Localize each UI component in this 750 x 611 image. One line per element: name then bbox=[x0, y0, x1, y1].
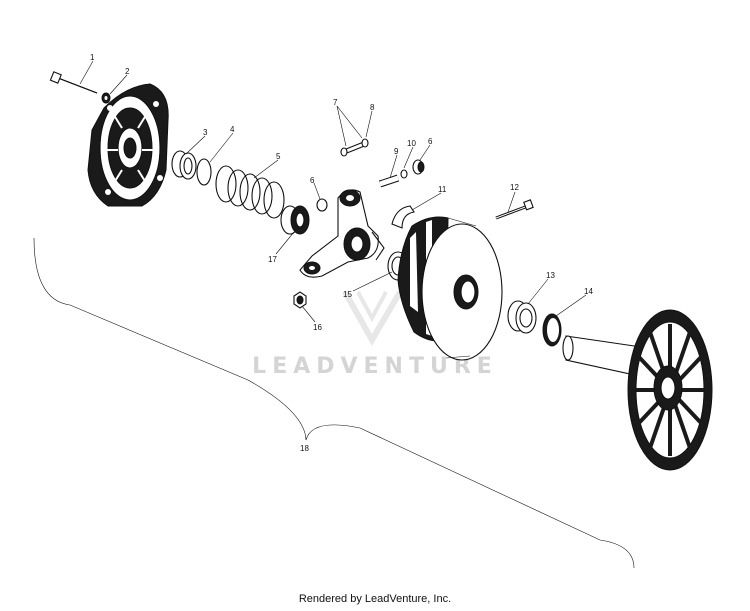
spider-arm bbox=[299, 189, 385, 278]
part-1-bolt bbox=[49, 71, 98, 94]
part-10-washer bbox=[400, 169, 408, 179]
callout-8: 8 bbox=[370, 103, 375, 112]
part-6-roller-right bbox=[412, 159, 425, 175]
footer-credit: Rendered by LeadVenture, Inc. bbox=[298, 593, 452, 605]
callout-numbers: 1 2 3 4 5 7 8 9 10 6 6 11 12 17 15 13 14… bbox=[90, 53, 593, 453]
callout-1: 1 bbox=[90, 53, 95, 62]
part-17-bushing bbox=[280, 205, 310, 235]
part-2-washer bbox=[101, 92, 111, 104]
part-5-spring bbox=[215, 165, 285, 219]
callout-10: 10 bbox=[407, 139, 416, 148]
callout-11: 11 bbox=[438, 185, 447, 194]
callout-14: 14 bbox=[584, 287, 593, 296]
part-4-ring bbox=[196, 158, 212, 186]
part-3-bushing bbox=[171, 150, 197, 180]
callout-3: 3 bbox=[203, 128, 208, 137]
part-13-bushing bbox=[507, 300, 537, 334]
part-7-8-pins bbox=[340, 138, 369, 157]
callout-17: 17 bbox=[268, 255, 277, 264]
watermark-logo bbox=[342, 290, 403, 347]
callout-9: 9 bbox=[394, 147, 399, 156]
part-12-bolt bbox=[495, 199, 534, 220]
part-16-nut bbox=[293, 291, 307, 309]
callout-16: 16 bbox=[313, 323, 322, 332]
fixed-sheave bbox=[562, 309, 713, 471]
part-11-clip bbox=[391, 205, 415, 229]
part-14-ring bbox=[542, 313, 562, 347]
callout-18: 18 bbox=[300, 444, 309, 453]
callout-12: 12 bbox=[510, 183, 519, 192]
callout-15: 15 bbox=[343, 290, 352, 299]
callout-6-left: 6 bbox=[310, 176, 315, 185]
callout-5: 5 bbox=[276, 152, 281, 161]
callout-7: 7 bbox=[333, 98, 338, 107]
callout-13: 13 bbox=[546, 271, 555, 280]
part-9-pin bbox=[378, 174, 400, 188]
callout-6-right: 6 bbox=[428, 137, 433, 146]
part-6-roller-left bbox=[316, 198, 328, 212]
callout-2: 2 bbox=[125, 67, 130, 76]
moveable-sheave bbox=[397, 216, 503, 361]
callout-4: 4 bbox=[230, 125, 235, 134]
clutch-cover bbox=[87, 83, 169, 207]
part-18-bracket bbox=[33, 237, 635, 569]
leader-lines bbox=[79, 60, 587, 323]
